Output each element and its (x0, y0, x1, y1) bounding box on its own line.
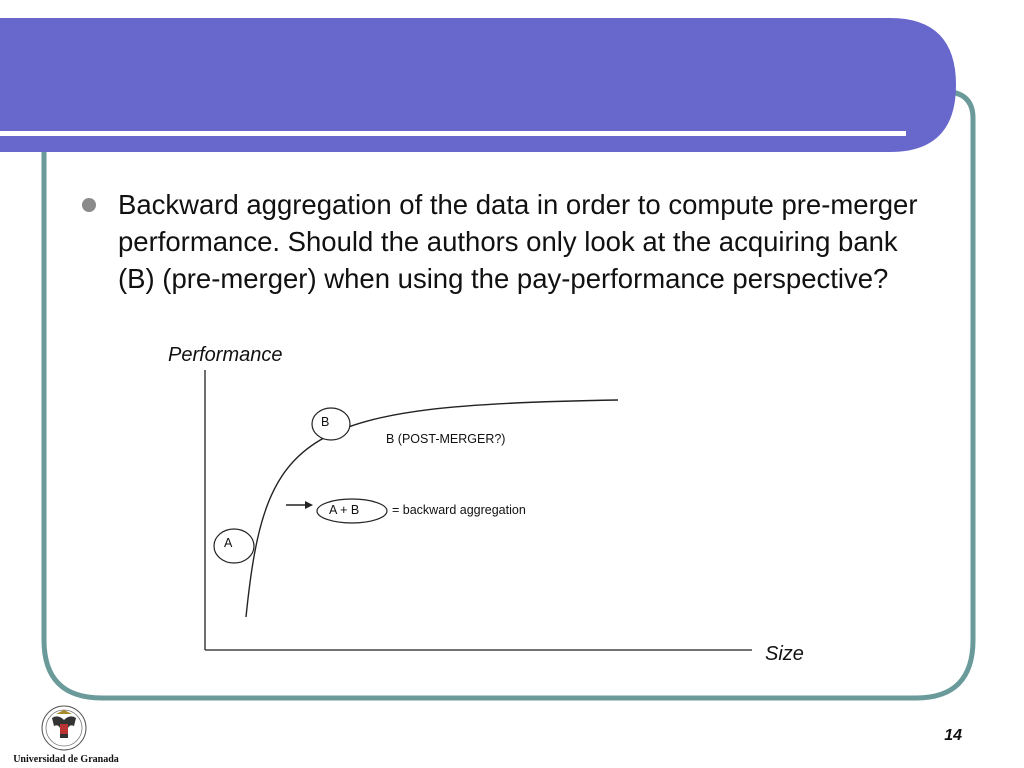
y-axis-label: Performance (168, 344, 283, 366)
coat-of-arms-icon (41, 705, 87, 751)
bullet-text: Backward aggregation of the data in orde… (118, 189, 918, 294)
header-stripe (0, 131, 906, 136)
arrow-head (305, 501, 313, 509)
circle-b (311, 407, 351, 441)
circle-a-label: A (224, 536, 233, 550)
bullet-dot (82, 198, 96, 212)
circle-a (213, 528, 255, 564)
page-number: 14 (944, 727, 962, 744)
university-logo: Universidad de Granada (4, 704, 128, 768)
post-merger-label: B (POST-MERGER?) (386, 432, 506, 446)
performance-curve (245, 399, 619, 618)
x-axis-label: Size (765, 643, 804, 665)
content-frame-border (41, 89, 976, 701)
circle-a-plus-b-label: A + B (329, 503, 360, 517)
circle-b-label: B (321, 415, 330, 429)
circle-a-plus-b (316, 498, 388, 524)
logo-caption: Universidad de Granada (13, 754, 119, 765)
backward-aggregation-label: = backward aggregation (392, 503, 526, 517)
header-banner (0, 18, 956, 152)
